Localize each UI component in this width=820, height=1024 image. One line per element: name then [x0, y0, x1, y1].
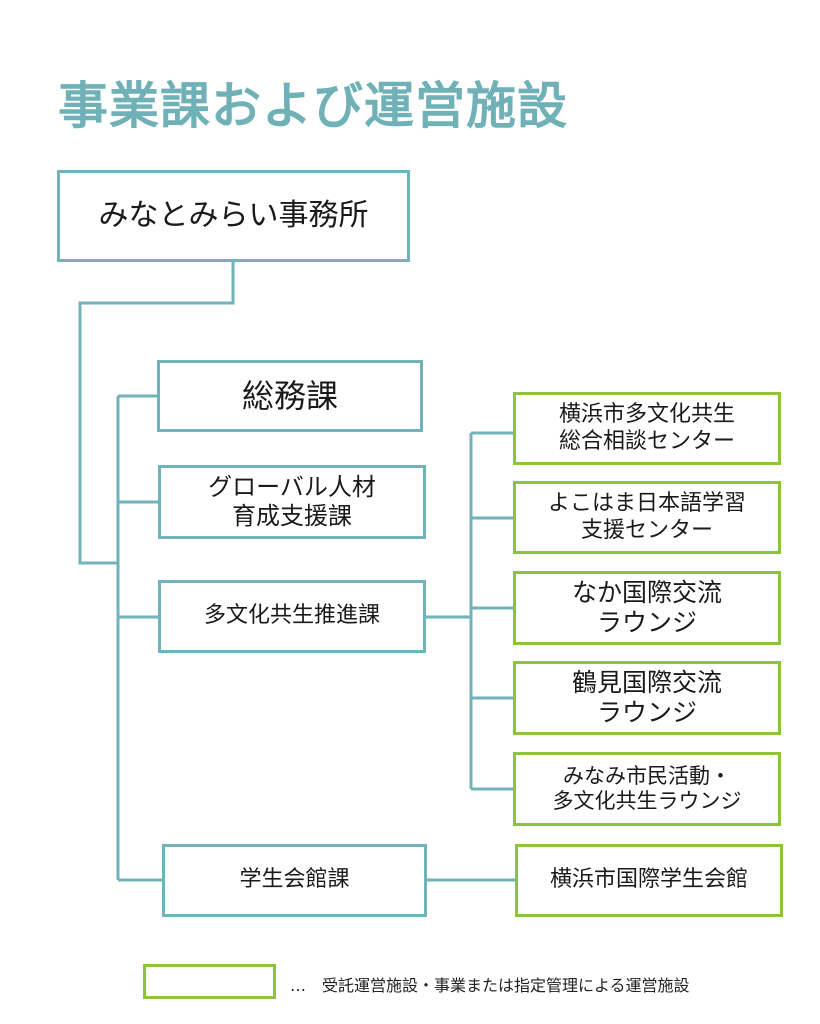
dept-gakusei-label: 学生会館課 — [239, 867, 350, 893]
dept-global-label-line2: 育成支援課 — [232, 502, 352, 530]
facility-kaikan-label: 横浜市国際学生会館 — [549, 867, 748, 893]
dept-somu-box: 総務課 — [157, 360, 423, 432]
root-office-label: みなとみらい事務所 — [98, 198, 369, 233]
legend-text: … 受託運営施設・事業または指定管理による運営施設 — [290, 976, 690, 995]
facility-soudan-label-line1: 横浜市多文化共生 — [558, 402, 735, 428]
facility-tsurumi-label-line2: ラウンジ — [596, 698, 697, 727]
facility-naka-label-line2: ラウンジ — [596, 608, 697, 637]
dept-tabunka-box: 多文化共生推進課 — [158, 580, 426, 653]
connector-root — [78, 262, 235, 565]
facility-nihongo-box: よこはま日本語学習 支援センター — [513, 481, 781, 554]
facility-naka-box: なか国際交流 ラウンジ — [513, 571, 781, 645]
page-title: 事業課および運営施設 — [58, 77, 568, 135]
legend-swatch — [143, 964, 276, 999]
facility-soudan-label-line2: 総合相談センター — [558, 428, 735, 454]
facility-minami-label-line2: 多文化共生ラウンジ — [552, 789, 742, 813]
facility-nihongo-label-line2: 支援センター — [580, 517, 713, 543]
facility-minami-label-line1: みなみ市民活動・ — [563, 763, 731, 788]
dept-global-label-line1: グローバル人材 — [208, 473, 376, 502]
dept-global-box: グローバル人材 育成支援課 — [158, 465, 426, 539]
facility-nihongo-label-line1: よこはま日本語学習 — [547, 491, 746, 517]
facility-minami-box: みなみ市民活動・ 多文化共生ラウンジ — [513, 752, 781, 826]
facility-soudan-box: 横浜市多文化共生 総合相談センター — [513, 392, 781, 465]
facility-tsurumi-box: 鶴見国際交流 ラウンジ — [513, 661, 781, 735]
root-office-box: みなとみらい事務所 — [57, 170, 410, 262]
facility-tsurumi-label-line1: 鶴見国際交流 — [571, 668, 722, 697]
dept-gakusei-box: 学生会館課 — [162, 844, 427, 917]
dept-tabunka-label: 多文化共生推進課 — [203, 603, 380, 629]
dept-somu-label: 総務課 — [241, 376, 338, 415]
facility-naka-label-line1: なか国際交流 — [571, 578, 722, 607]
facility-kaikan-box: 横浜市国際学生会館 — [515, 844, 783, 917]
